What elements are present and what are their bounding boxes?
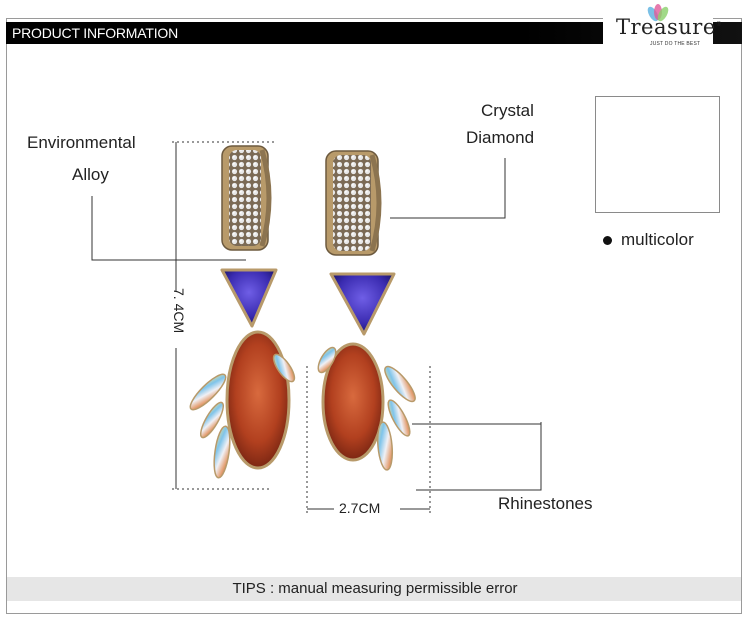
bullet-icon (603, 236, 612, 245)
header-title: PRODUCT INFORMATION (12, 25, 179, 41)
earring-right (317, 150, 416, 471)
leader-lines (91, 158, 542, 491)
dimension-lines (172, 141, 431, 514)
material-label-line2: Alloy (72, 165, 109, 184)
header-bar (6, 22, 742, 44)
brand-tagline: JUST DO THE BEST (650, 41, 701, 47)
tips-text: TIPS : manual measuring permissible erro… (232, 580, 518, 597)
earring-left (189, 145, 296, 479)
color-thumbnail[interactable] (595, 96, 720, 213)
stone-label-line2: Diamond (466, 128, 535, 147)
brand-leaf-icon (647, 4, 669, 22)
variant-color-label: multicolor (621, 230, 694, 249)
stone-label-line1: Crystal (481, 101, 534, 120)
width-dimension-label: 2.7CM (339, 500, 381, 516)
tips-bar (7, 577, 741, 601)
rhinestones-label: Rhinestones (498, 494, 593, 513)
material-label-line1: Environmental (27, 133, 136, 152)
length-dimension-label: 7. 4CM (171, 288, 187, 334)
brand-name: Treasure® (616, 15, 723, 39)
